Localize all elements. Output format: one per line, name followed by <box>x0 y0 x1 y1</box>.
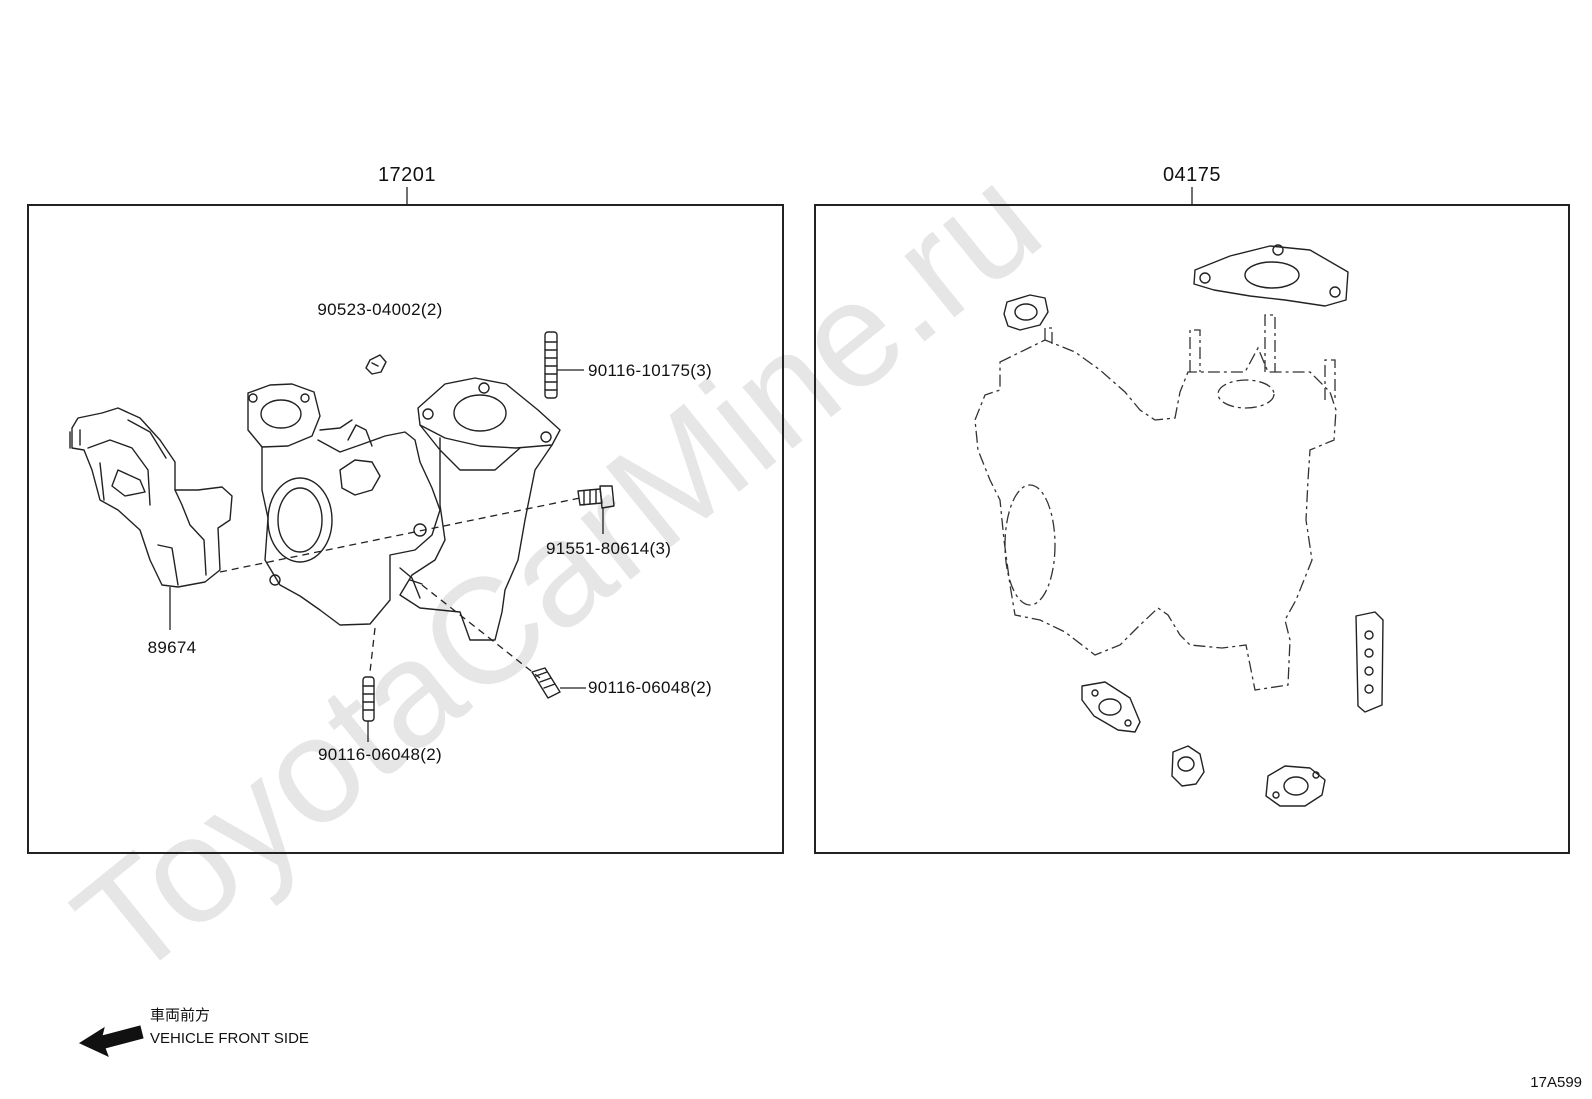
clip-90523-04002 <box>365 354 387 375</box>
gasket-vertical-plate <box>1355 611 1384 713</box>
front-direction-arrow-icon <box>78 1025 144 1057</box>
label-90523-04002: 90523-04002(2) <box>317 300 442 319</box>
label-91551-80614: 91551-80614(3) <box>546 539 671 558</box>
bracket-89674 <box>69 407 233 588</box>
gasket-bottom-right <box>1265 765 1326 807</box>
seal-ring <box>1171 745 1205 787</box>
front-direction-label-jp: 車両前方 <box>150 1007 210 1024</box>
bolt-91551-80614 <box>577 485 615 509</box>
label-89674: 89674 <box>148 638 197 657</box>
label-90116-06048-bottom: 90116-06048(2) <box>318 745 442 764</box>
watermark: ToyotaCarMine.ru <box>44 134 1070 1010</box>
stud-90116-06048-right <box>531 667 561 699</box>
stud-90116-10175 <box>544 331 558 399</box>
front-direction-label-en: VEHICLE FRONT SIDE <box>150 1030 309 1047</box>
front-direction-indicator: 車両前方 VEHICLE FRONT SIDE <box>78 1007 309 1057</box>
diagram-id: 17A599 <box>1530 1074 1582 1091</box>
assembly-number-04175: 04175 <box>1163 164 1221 186</box>
gasket-oval-left <box>1081 681 1141 733</box>
gasket-small-inlet <box>1003 294 1049 331</box>
label-90116-10175: 90116-10175(3) <box>588 361 712 380</box>
phantom-turbo-outline <box>974 339 1337 691</box>
turbocharger-17201 <box>247 377 561 641</box>
right-panel: 04175 <box>814 164 1570 854</box>
label-90116-06048-right: 90116-06048(2) <box>588 678 712 697</box>
left-panel: 17201 89674 <box>27 164 784 854</box>
left-panel-frame <box>27 204 784 854</box>
gasket-exhaust-flange <box>1193 244 1349 307</box>
assembly-number-17201: 17201 <box>378 164 436 186</box>
